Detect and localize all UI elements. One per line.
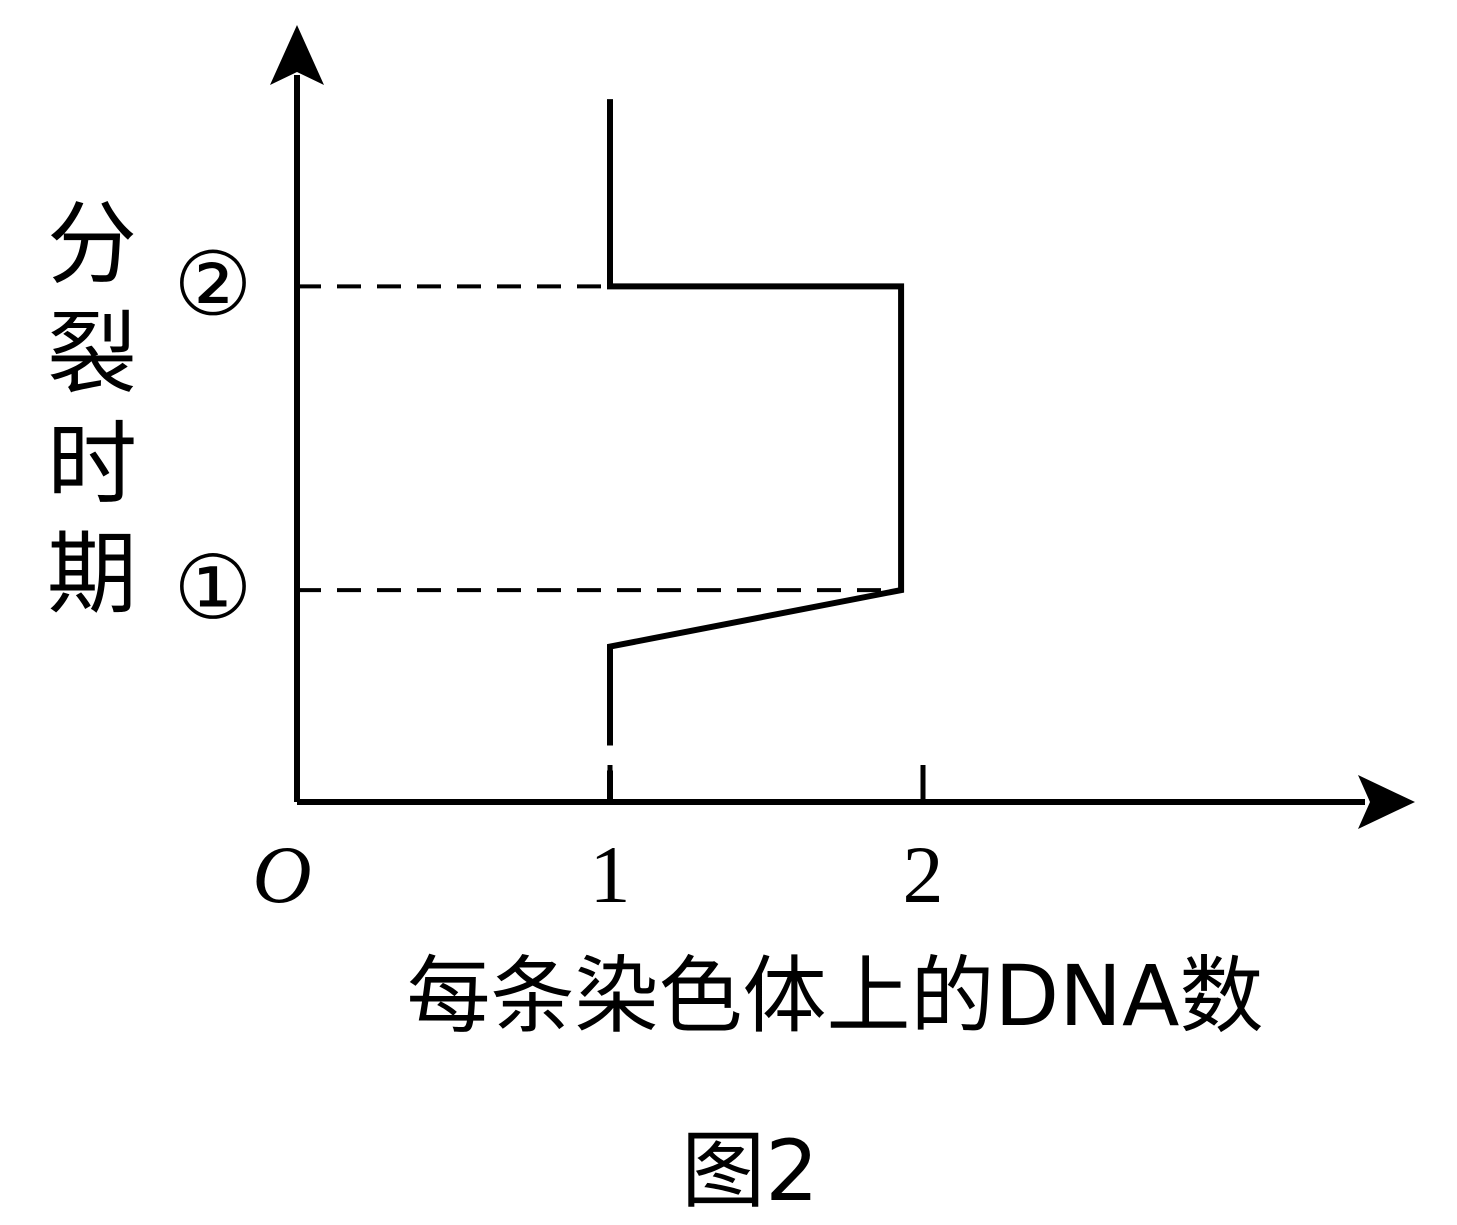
y-axis-arrow [270,25,324,85]
x-tick-label-2: 2 [903,829,944,920]
y-axis-label-char: 分 [47,192,137,297]
x-axis-arrow [1358,775,1415,829]
marker-label-stage-2: ② [174,232,253,335]
series-line [607,99,905,746]
marker-label-stage-1: ① [174,536,253,639]
x-tick-label-1: 1 [590,829,631,920]
series-group [607,99,905,802]
y-axis-label-char: 裂 [47,302,137,407]
y-markers: ①② [174,232,902,639]
x-axis-label: 每条染色体上的DNA数 [407,947,1264,1045]
figure-caption: 图2 [681,1122,818,1220]
y-axis-label-char: 期 [47,522,137,627]
y-axis-label-char: 时 [47,412,137,517]
origin-label: O [252,829,311,920]
